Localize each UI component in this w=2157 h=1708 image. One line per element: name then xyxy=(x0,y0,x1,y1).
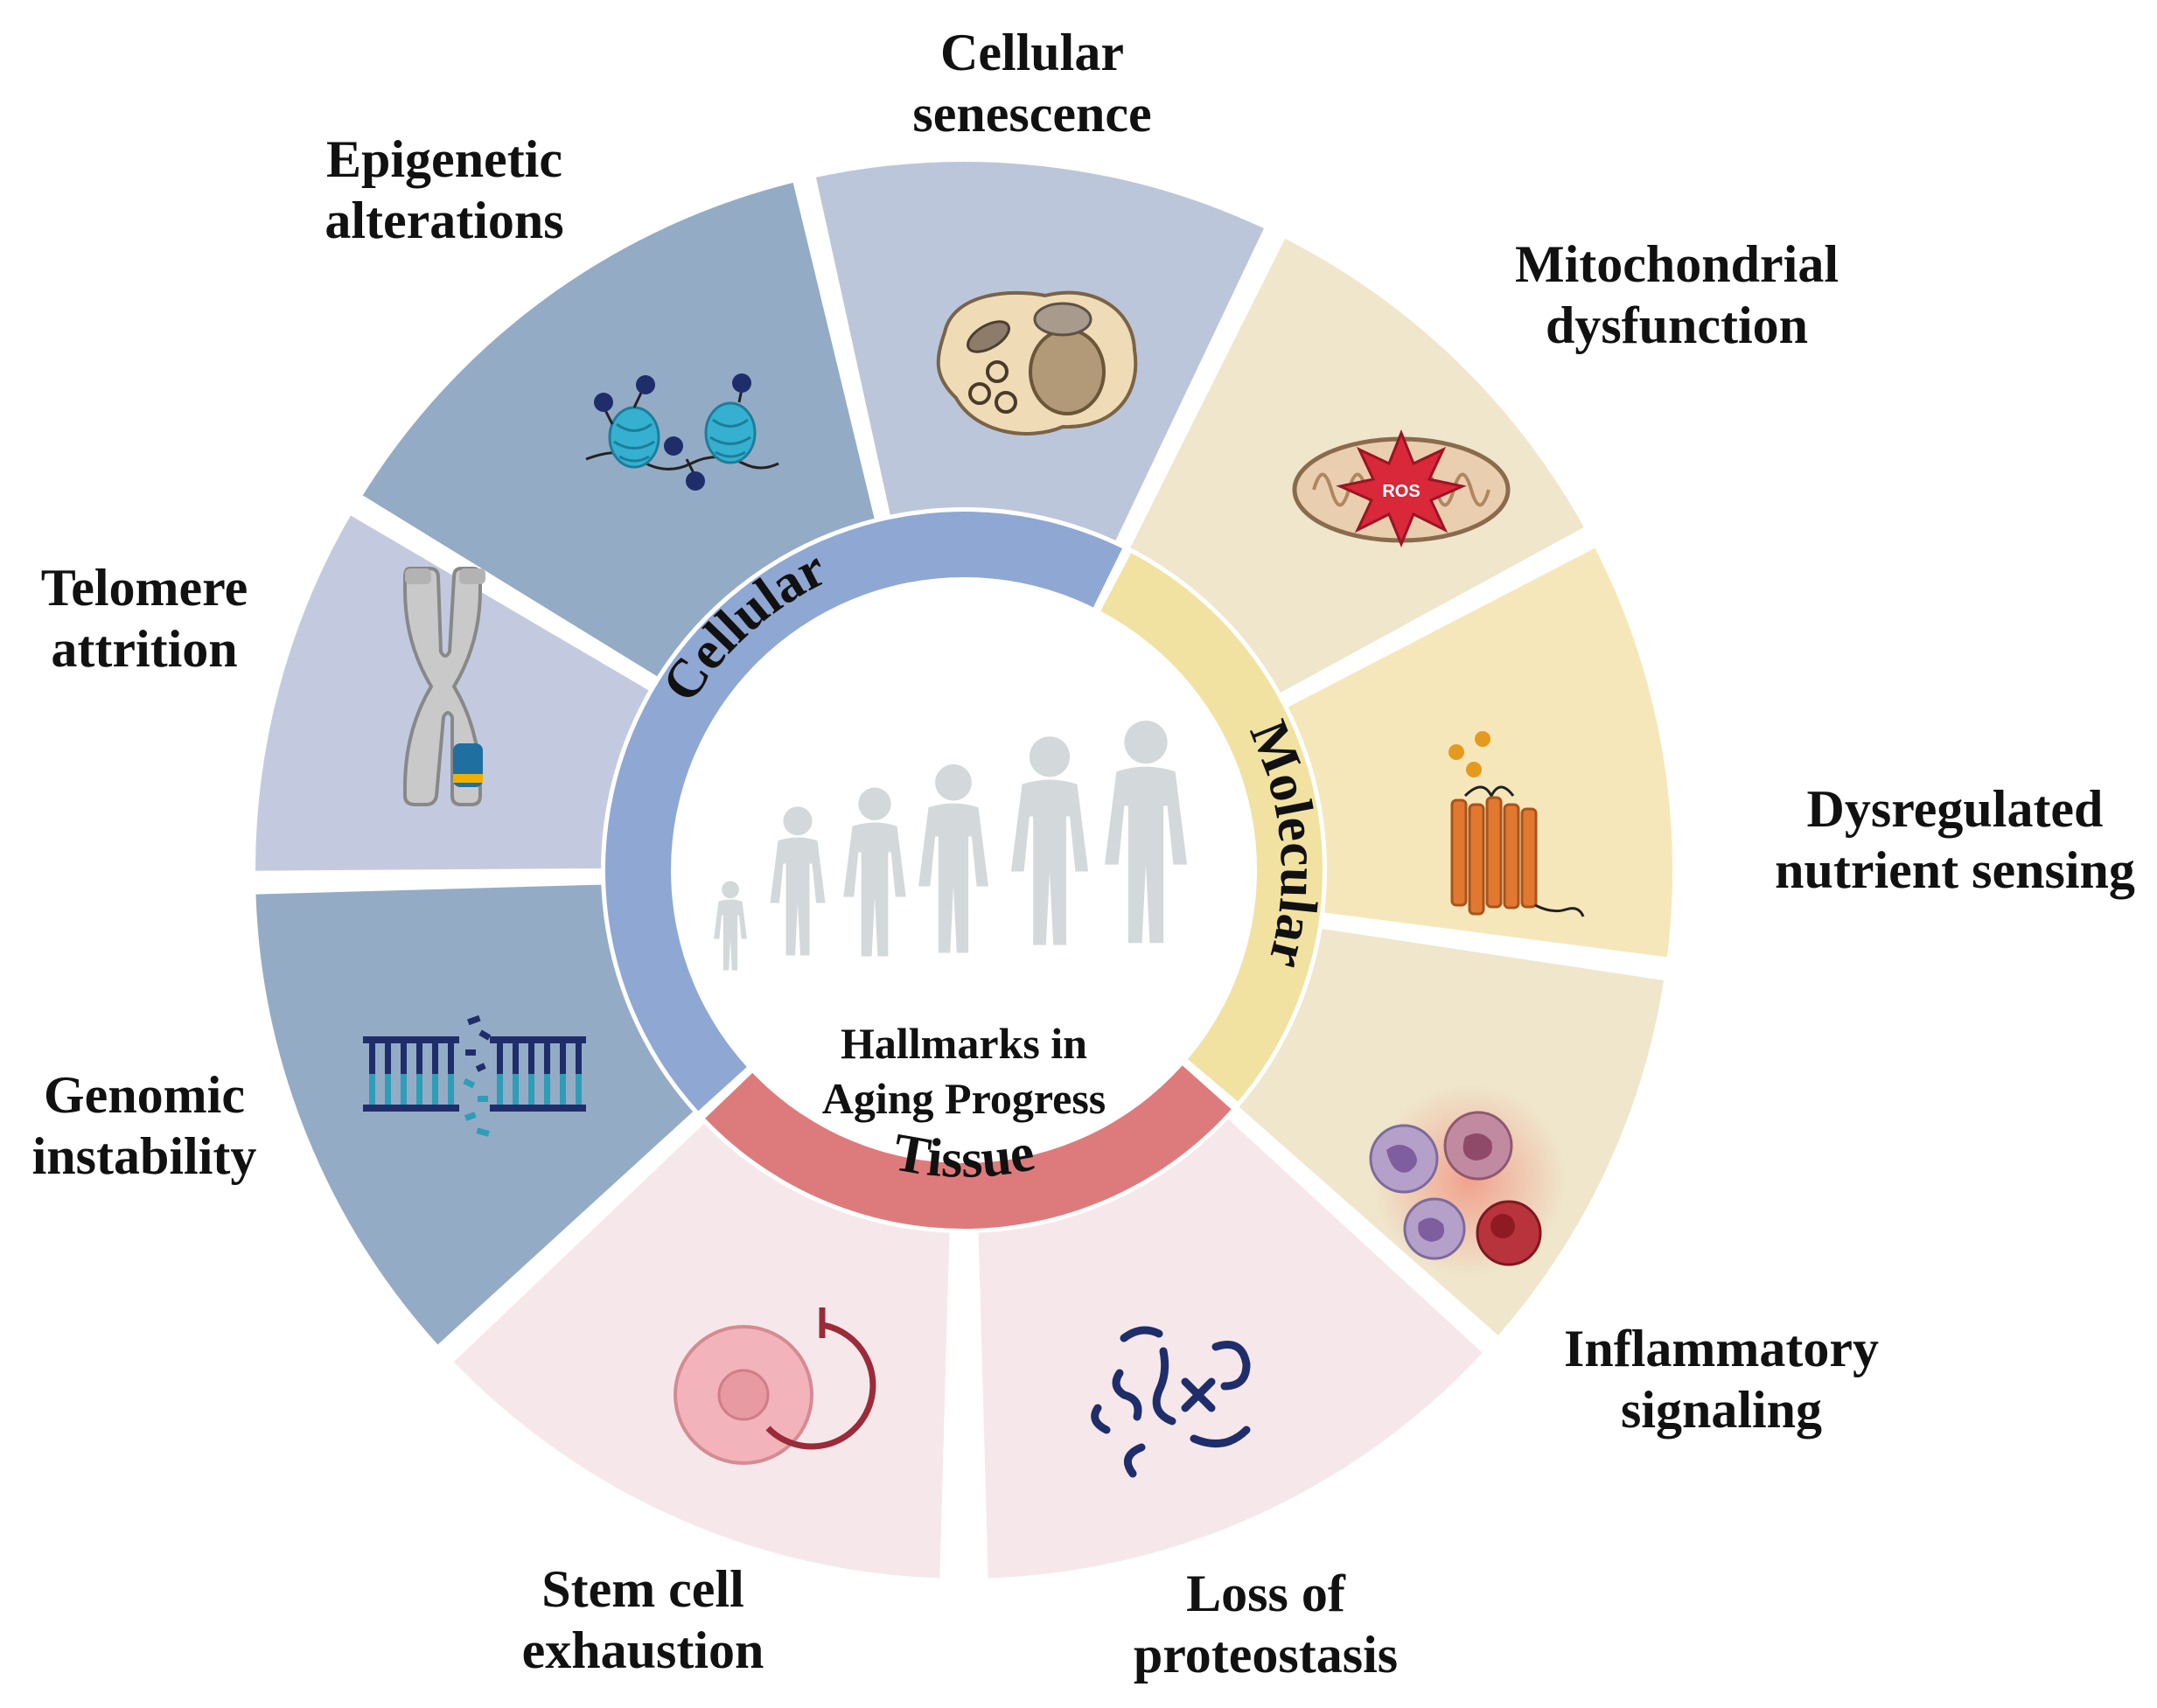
person-silhouette xyxy=(770,806,826,956)
chromosome-icon xyxy=(403,567,485,806)
person-silhouette xyxy=(714,881,747,971)
label-genomic-instability-2: instability xyxy=(32,1127,257,1185)
person-silhouette xyxy=(918,763,988,953)
label-epigenetic-alterations-2: alterations xyxy=(325,192,563,249)
mitochondrion-ros-icon: ROS xyxy=(1292,429,1511,547)
center-title-line-2: Aging Progress xyxy=(822,1074,1106,1123)
category-ring xyxy=(605,511,1323,1229)
label-cellular-senescence-1: Cellular xyxy=(940,24,1124,81)
hallmark-labels: Cellular senescence Mitochondrial dysfun… xyxy=(32,24,2135,1684)
ring-segment-molecular xyxy=(1098,553,1323,1102)
label-loss-of-proteostasis-2: proteostasis xyxy=(1134,1626,1398,1684)
ring-label-tissue: Tissue xyxy=(889,1122,1039,1189)
people-silhouettes-icon xyxy=(714,720,1188,971)
stem-cell-icon xyxy=(674,1307,876,1465)
person-silhouette xyxy=(1010,736,1089,945)
label-cellular-senescence-2: senescence xyxy=(912,85,1151,143)
receptor-nutrient-icon xyxy=(1448,731,1585,917)
label-epigenetic-alterations-1: Epigenetic xyxy=(326,130,562,188)
label-telomere-attrition-1: Telomere xyxy=(41,559,248,617)
label-nutrient-sensing-2: nutrient sensing xyxy=(1775,841,2135,899)
label-mitochondrial-dysfunction-1: Mitochondrial xyxy=(1515,235,1839,293)
label-telomere-attrition-2: attrition xyxy=(51,620,237,678)
immune-cells-icon xyxy=(1369,1084,1566,1277)
ring-segment-cellular xyxy=(605,511,1123,1112)
label-mitochondrial-dysfunction-2: dysfunction xyxy=(1546,296,1808,354)
nucleosome-methylation-icon xyxy=(585,373,779,491)
person-silhouette xyxy=(1104,720,1188,944)
person-silhouette xyxy=(843,787,906,957)
label-stem-cell-exhaustion-2: exhaustion xyxy=(522,1621,764,1679)
label-genomic-instability-1: Genomic xyxy=(44,1066,245,1124)
label-inflammatory-signaling-2: signaling xyxy=(1621,1381,1822,1439)
ring-segment-tissue xyxy=(705,1062,1232,1229)
center-title-line-1: Hallmarks in xyxy=(841,1019,1087,1068)
misfolded-proteins-icon xyxy=(1091,1326,1251,1478)
label-nutrient-sensing-1: Dysregulated xyxy=(1807,780,2104,838)
label-loss-of-proteostasis-1: Loss of xyxy=(1186,1565,1346,1622)
label-inflammatory-signaling-1: Inflammatory xyxy=(1564,1320,1879,1377)
label-stem-cell-exhaustion-1: Stem cell xyxy=(541,1560,744,1618)
senescent-cell-icon xyxy=(936,290,1138,436)
svg-text:ROS: ROS xyxy=(1382,482,1420,501)
